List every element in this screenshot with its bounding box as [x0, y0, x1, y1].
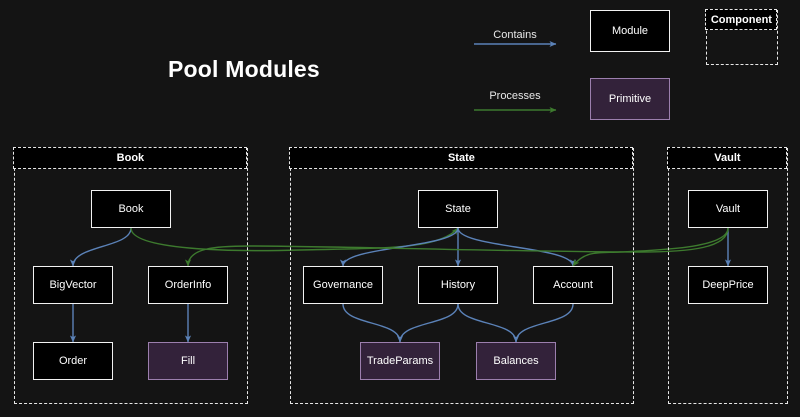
node-history[interactable]: History [418, 266, 498, 304]
group-label-state: State [447, 152, 475, 165]
node-label-balances: Balances [493, 355, 539, 367]
node-label-state: State [445, 203, 471, 215]
node-order[interactable]: Order [33, 342, 113, 380]
node-balances[interactable]: Balances [476, 342, 556, 380]
legend-component-header: Component [705, 9, 778, 31]
legend-primitive-box: Primitive [590, 78, 670, 120]
node-tradeparams[interactable]: TradeParams [360, 342, 440, 380]
legend-module-label: Module [611, 25, 649, 37]
node-state[interactable]: State [418, 190, 498, 228]
node-label-fill: Fill [180, 355, 196, 367]
node-label-history: History [440, 279, 476, 291]
legend-primitive-label: Primitive [608, 93, 652, 105]
legend-processes-label: Processes [489, 90, 541, 102]
node-label-account: Account [553, 279, 593, 291]
node-label-governance: Governance [313, 279, 373, 291]
node-label-bigvector: BigVector [49, 279, 97, 291]
node-label-tradeparams: TradeParams [366, 355, 434, 367]
legend-contains-label: Contains [493, 29, 537, 41]
node-account[interactable]: Account [533, 266, 613, 304]
legend-component-box: Component [705, 9, 778, 65]
node-deepprice[interactable]: DeepPrice [688, 266, 768, 304]
group-header-book: Book [13, 147, 248, 170]
legend-component-label: Component [710, 13, 772, 26]
group-header-vault: Vault [667, 147, 788, 170]
node-orderinfo[interactable]: OrderInfo [148, 266, 228, 304]
group-label-book: Book [116, 152, 145, 165]
node-book[interactable]: Book [91, 190, 171, 228]
group-state: State [289, 147, 634, 404]
group-book: Book [13, 147, 248, 404]
node-governance[interactable]: Governance [303, 266, 383, 304]
node-label-deepprice: DeepPrice [702, 279, 754, 291]
node-label-vault: Vault [715, 203, 741, 215]
node-vault[interactable]: Vault [688, 190, 768, 228]
node-bigvector[interactable]: BigVector [33, 266, 113, 304]
node-fill[interactable]: Fill [148, 342, 228, 380]
page-title: Pool Modules [168, 56, 320, 82]
group-vault: Vault [667, 147, 788, 404]
node-label-order: Order [58, 355, 88, 367]
group-label-vault: Vault [714, 152, 741, 165]
node-label-orderinfo: OrderInfo [164, 279, 212, 291]
group-header-state: State [289, 147, 634, 170]
node-label-book: Book [118, 203, 144, 215]
legend-module-box: Module [590, 10, 670, 52]
